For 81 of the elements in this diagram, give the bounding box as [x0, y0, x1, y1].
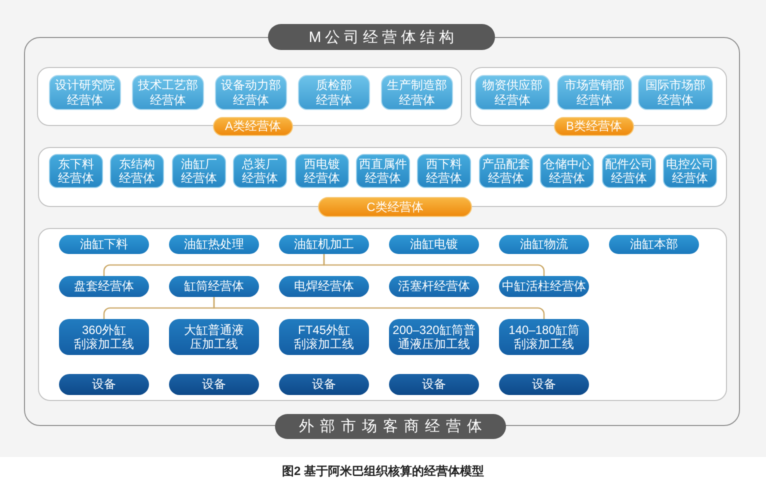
sub-unit-box [389, 276, 479, 297]
unit-box [110, 154, 164, 188]
department-label: 技术工艺部经营体 [138, 78, 198, 107]
unit-label: 东结构经营体 [119, 156, 155, 186]
unit-label: 西直属件经营体 [359, 156, 407, 186]
category-label: B类经营体 [554, 117, 634, 136]
department-box [132, 75, 204, 110]
line-label: 大缸普通液压加工线 [184, 322, 244, 352]
process-label: 油缸物流 [520, 237, 568, 252]
department-box [49, 75, 121, 110]
department-box [638, 75, 713, 110]
department-label: 质检部经营体 [316, 78, 352, 107]
equipment-label: 设备 [532, 377, 556, 392]
equipment-tag [499, 374, 589, 395]
unit-label: 配件公司经营体 [605, 156, 653, 186]
unit-box [49, 154, 103, 188]
process-label: 油缸机加工 [294, 237, 354, 252]
process-tag [169, 235, 259, 254]
process-tag [389, 235, 479, 254]
equipment-tag [389, 374, 479, 395]
process-label: 油缸本部 [630, 237, 678, 252]
production-panel [38, 228, 727, 401]
process-tag [59, 235, 149, 254]
production-line-box [169, 319, 259, 355]
unit-box [233, 154, 287, 188]
department-label: 市场营销部经营体 [564, 78, 624, 107]
department-label: 生产制造部经营体 [387, 78, 447, 107]
unit-label: 总装厂经营体 [242, 156, 278, 186]
department-label: 国际市场部经营体 [646, 78, 706, 107]
process-tag [609, 235, 699, 254]
process-tag [279, 235, 369, 254]
unit-box [417, 154, 471, 188]
external-unit-label: 外部市场客商经营体 [298, 418, 488, 436]
process-label: 油缸电镀 [410, 237, 458, 252]
equipment-tag [59, 374, 149, 395]
equipment-label: 设备 [92, 377, 116, 392]
category-label: A类经营体 [213, 117, 293, 136]
equipment-label: 设备 [312, 377, 336, 392]
category-label: C类经营体 [318, 197, 472, 217]
production-line-box [499, 319, 589, 355]
unit-label: 西电镀经营体 [304, 156, 340, 186]
unit-label: 仓储中心经营体 [543, 156, 591, 186]
unit-box [295, 154, 349, 188]
line-label: FT45外缸刮滚加工线 [294, 322, 354, 352]
department-label: 设备动力部经营体 [221, 78, 281, 107]
process-tag [499, 235, 589, 254]
sub-unit-box [169, 276, 259, 297]
unit-label: 产品配套经营体 [482, 156, 530, 186]
sub-unit-box [59, 276, 149, 297]
production-line-box [59, 319, 149, 355]
department-box [215, 75, 287, 110]
unit-label: 电控公司经营体 [666, 156, 714, 186]
sub-unit-label: 中缸活柱经营体 [502, 279, 586, 294]
sub-unit-label: 电焊经营体 [294, 279, 354, 294]
process-label: 油缸热处理 [184, 237, 244, 252]
unit-box [172, 154, 226, 188]
unit-label: 西下料经营体 [426, 156, 462, 186]
production-line-box [279, 319, 369, 355]
frame-heading: M公司经营体结构 [268, 24, 495, 50]
unit-label: 东下料经营体 [58, 156, 94, 186]
department-box [475, 75, 550, 110]
sub-unit-label: 盘套经营体 [74, 279, 134, 294]
department-box [557, 75, 632, 110]
department-label: 物资供应部经营体 [482, 78, 542, 107]
process-label: 油缸下料 [80, 237, 128, 252]
external-unit-banner [275, 414, 506, 439]
sub-unit-label: 活塞杆经营体 [398, 279, 470, 294]
line-label: 200–320缸筒普通液压加工线 [392, 322, 476, 352]
department-box [381, 75, 453, 110]
department-label: 设计研究院经营体 [55, 78, 115, 107]
equipment-tag [279, 374, 369, 395]
line-label: 140–180缸筒刮滚加工线 [508, 322, 580, 352]
figure-caption: 图2 基于阿米巴组织核算的经营体模型 [282, 464, 484, 478]
equipment-label: 设备 [422, 377, 446, 392]
unit-label: 油缸厂经营体 [181, 156, 217, 186]
line-label: 360外缸刮滚加工线 [74, 322, 134, 352]
sub-unit-box [279, 276, 369, 297]
sub-unit-label: 缸筒经营体 [184, 279, 244, 294]
equipment-tag [169, 374, 259, 395]
department-box [298, 75, 370, 110]
equipment-label: 设备 [202, 377, 226, 392]
